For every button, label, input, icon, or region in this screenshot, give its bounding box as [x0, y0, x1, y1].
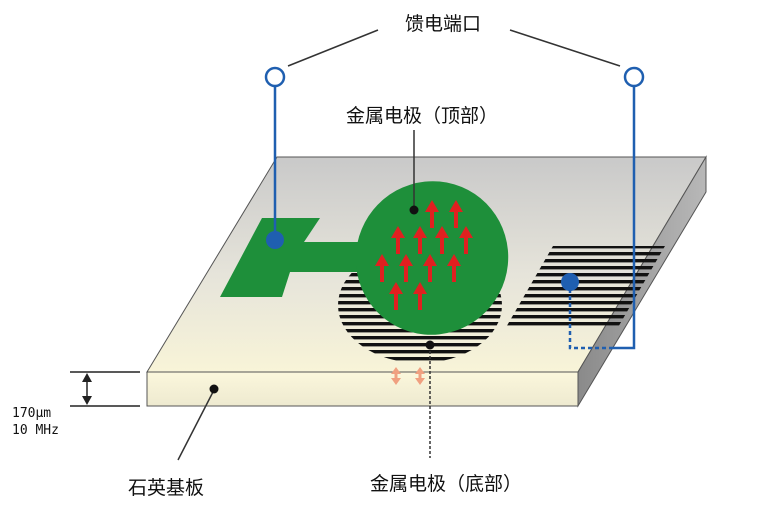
port-terminal-left	[264, 66, 286, 88]
thickness-dimension	[70, 371, 140, 407]
frequency-label: 10 MHz	[12, 423, 59, 438]
top-electrode-label: 金属电极（顶部）	[346, 105, 498, 127]
substrate-label: 石英基板	[128, 477, 204, 499]
thickness-label: 170μm	[12, 406, 51, 421]
bottom-electrode-marker	[425, 340, 435, 350]
top-feed-pad	[220, 218, 368, 297]
substrate-marker	[209, 384, 219, 394]
feed-wiring	[273, 86, 636, 350]
leader-lines	[177, 29, 621, 461]
feed-point-top	[266, 231, 284, 249]
dimension-arrow-down	[82, 396, 92, 405]
front-edge-arrows	[391, 367, 425, 385]
port-terminal-right	[623, 66, 645, 88]
top-electrode-marker	[409, 205, 419, 215]
feed-point-bottom	[561, 273, 579, 291]
polarization-arrows	[375, 200, 473, 310]
feed-port-label: 馈电端口	[405, 13, 481, 35]
dimension-arrow-up	[82, 373, 92, 382]
bottom-feed-stripes	[506, 246, 665, 326]
bottom-electrode-label: 金属电极（底部）	[370, 473, 522, 495]
